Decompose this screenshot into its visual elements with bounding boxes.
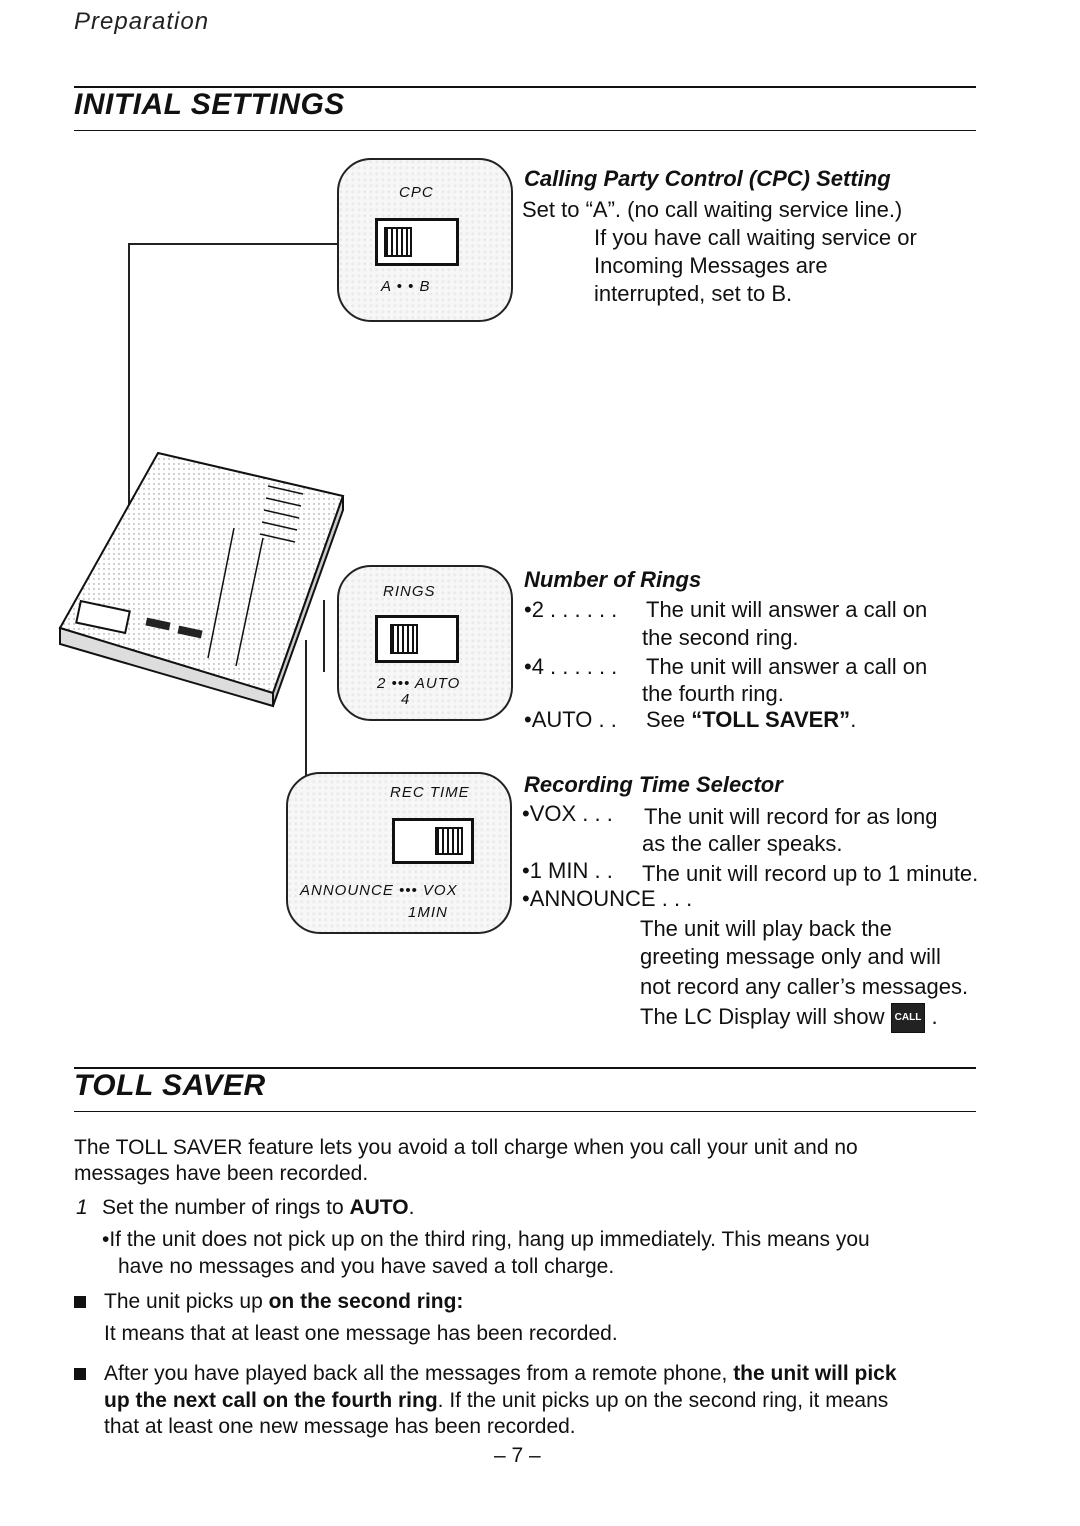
toll-step-number: 1 (76, 1196, 88, 1219)
running-head: Preparation (74, 8, 210, 35)
connector-line-rectime (305, 640, 307, 780)
rings-2-cont: the second ring. (642, 625, 799, 650)
rec-time-panel-label: REC TIME (390, 784, 470, 801)
rings-switch-knob (390, 624, 418, 654)
cpc-switch[interactable] (375, 218, 459, 266)
cpc-switch-knob (384, 227, 412, 257)
title-underline (74, 130, 976, 131)
toll-sub-line-2: have no messages and you have saved a to… (118, 1255, 615, 1278)
rings-panel-scale: 2 ••• AUTO (377, 675, 461, 692)
cpc-line-1: Set to “A”. (no call waiting service lin… (522, 197, 903, 222)
bullet-square (74, 1368, 86, 1380)
rings-heading: Number of Rings (524, 567, 702, 592)
rings-auto-key: •AUTO . . (524, 707, 617, 732)
toll-bullet-2-line-3: that at least one new message has been r… (104, 1415, 576, 1438)
connector-line-rings (323, 600, 325, 672)
answering-machine-illustration (58, 451, 345, 708)
rings-switch[interactable] (375, 615, 459, 663)
toll-sub-line-1: •If the unit does not pick up on the thi… (102, 1228, 870, 1251)
rec-announce-line-2: greeting message only and will (640, 944, 941, 969)
toll-saver-top-rule (74, 1067, 976, 1069)
connector-line-cpc-horizontal (128, 243, 338, 245)
bullet-square (74, 1296, 86, 1308)
connector-line-cpc-vertical (128, 243, 130, 505)
toll-intro-line-1: The TOLL SAVER feature lets you avoid a … (74, 1136, 858, 1159)
cpc-line-2: If you have call waiting service or (594, 225, 917, 250)
rec-time-switch[interactable] (392, 818, 474, 864)
rec-time-switch-knob (435, 827, 463, 855)
toll-bullet-1-line-2: It means that at least one message has b… (104, 1322, 618, 1345)
page-number: – 7 – (494, 1444, 541, 1467)
rings-4-cont: the fourth ring. (642, 681, 784, 706)
rec-time-switch-panel: REC TIME ANNOUNCE ••• VOX 1MIN (286, 772, 512, 934)
toll-bullet-2-line-1: After you have played back all the messa… (104, 1362, 897, 1385)
rec-1min-text: The unit will record up to 1 minute. (642, 861, 979, 886)
cpc-switch-panel: CPC A • • B (337, 158, 513, 322)
rec-time-panel-scale: ANNOUNCE ••• VOX (300, 882, 458, 899)
rings-panel-label: RINGS (383, 583, 436, 600)
rings-4-key: •4 . . . . . . (524, 654, 618, 679)
rings-2-text: The unit will answer a call on (646, 597, 928, 622)
cpc-heading: Calling Party Control (CPC) Setting (524, 166, 891, 191)
section-title-toll-saver: TOLL SAVER (74, 1069, 266, 1102)
toll-bullet-2-line-2: up the next call on the fourth ring. If … (104, 1389, 889, 1412)
cpc-line-3: Incoming Messages are (594, 253, 828, 278)
rec-vox-cont: as the caller speaks. (642, 831, 843, 856)
call-display-icon: CALL (890, 1003, 926, 1034)
cpc-line-4: interrupted, set to B. (594, 281, 793, 306)
rec-vox-key: •VOX . . . (522, 801, 613, 826)
top-rule (74, 86, 976, 88)
cpc-panel-scale: A • • B (381, 278, 431, 295)
rings-4-text: The unit will answer a call on (646, 654, 928, 679)
rings-panel-scale-4: 4 (401, 691, 411, 708)
rings-switch-panel: RINGS 2 ••• AUTO 4 (337, 565, 513, 721)
rings-auto-text: See “TOLL SAVER”. (646, 707, 857, 732)
toll-step-text: Set the number of rings to AUTO. (102, 1196, 415, 1219)
rec-vox-text: The unit will record for as long (644, 804, 938, 829)
toll-intro-line-2: messages have been recorded. (74, 1162, 369, 1185)
rec-announce-key: •ANNOUNCE . . . (522, 886, 693, 911)
toll-saver-reference: “TOLL SAVER” (691, 707, 851, 732)
rec-announce-line-1: The unit will play back the (640, 916, 892, 941)
rec-time-heading: Recording Time Selector (524, 772, 783, 797)
section-title-initial: INITIAL SETTINGS (74, 88, 345, 121)
rec-announce-line-3: not record any caller’s messages. (640, 974, 969, 999)
rings-2-key: •2 . . . . . . (524, 597, 618, 622)
rec-1min-key: •1 MIN . . (522, 858, 613, 883)
rec-time-panel-scale-1min: 1MIN (408, 904, 448, 921)
toll-bullet-1-line-1: The unit picks up on the second ring: (104, 1290, 464, 1313)
rec-announce-line-4: The LC Display will show CALL . (640, 1003, 938, 1034)
cpc-panel-label: CPC (399, 184, 434, 201)
toll-saver-underline (74, 1111, 976, 1112)
